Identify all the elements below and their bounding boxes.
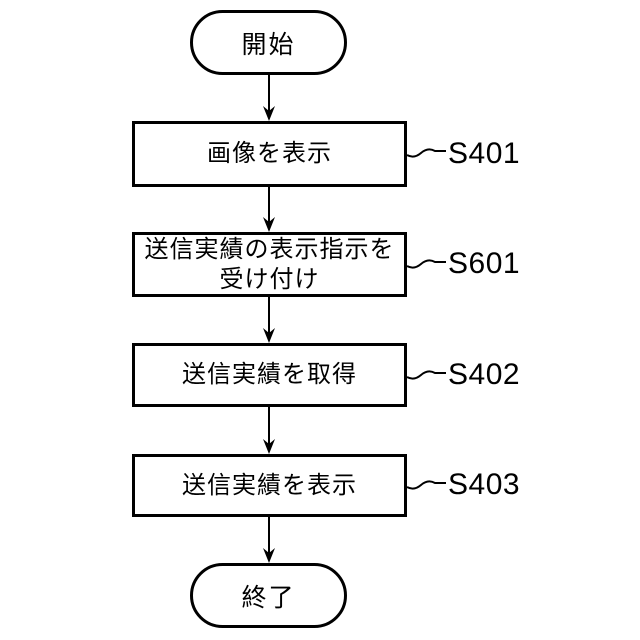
step-label-s401: S401	[448, 137, 521, 170]
label-connector-line	[407, 259, 446, 269]
process-text: 送信実績を取得	[182, 361, 357, 388]
process-box-s402: 送信実績を取得	[132, 343, 407, 407]
arrow-down-icon	[263, 297, 275, 343]
process-text: 送信実績の表示指示を 受け付け	[144, 235, 395, 293]
label-connector-line	[407, 148, 446, 158]
step-label-s403: S403	[448, 468, 521, 501]
terminal-end: 終了	[190, 563, 347, 628]
label-connector-line	[407, 370, 446, 380]
arrow-down-icon	[263, 75, 275, 121]
process-text: 画像を表示	[207, 140, 332, 167]
step-label-s402: S402	[448, 358, 521, 391]
arrow-down-icon	[263, 187, 275, 232]
arrow-down-icon	[263, 407, 275, 454]
process-text: 送信実績を表示	[182, 471, 357, 499]
process-box-s401: 画像を表示	[132, 121, 407, 187]
step-label-s601: S601	[448, 247, 521, 280]
process-box-s403: 送信実績を表示	[132, 454, 407, 517]
terminal-end-label: 終了	[241, 583, 296, 612]
terminal-start-label: 開始	[241, 30, 296, 59]
process-box-s601: 送信実績の表示指示を 受け付け	[132, 232, 407, 297]
arrow-down-icon	[263, 517, 275, 563]
label-connector-line	[407, 480, 446, 490]
terminal-start: 開始	[190, 10, 347, 75]
